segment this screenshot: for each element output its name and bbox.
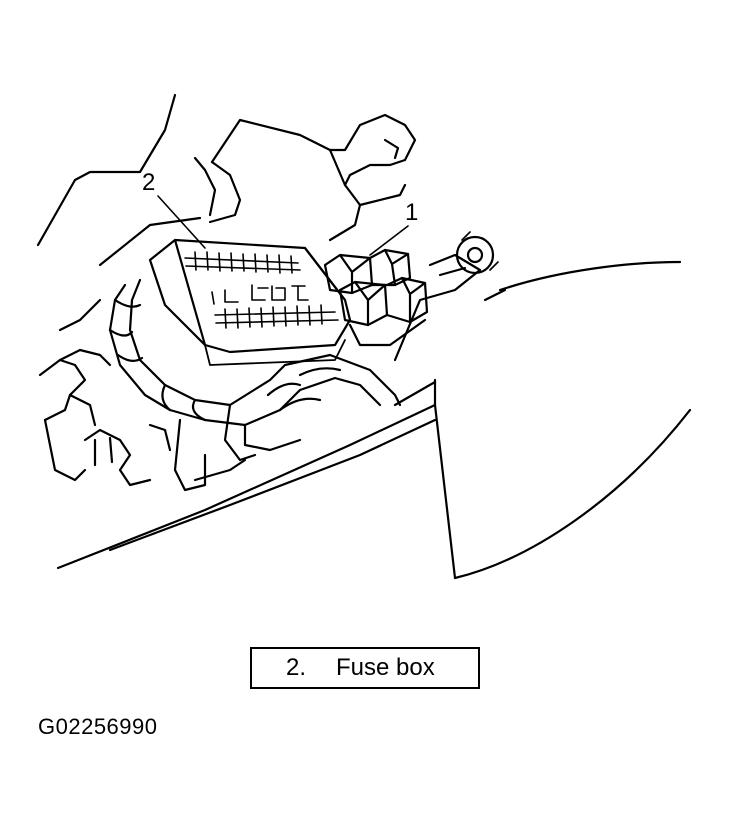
left-lower-panel xyxy=(38,298,172,487)
callout-1: 1 xyxy=(369,199,418,256)
callout-number-1: 1 xyxy=(405,199,418,226)
callout-number-2: 2 xyxy=(142,169,155,196)
fuse-box xyxy=(148,238,352,366)
ground-bolt xyxy=(393,231,499,362)
fuse-symbols xyxy=(211,284,309,305)
legend-label: Fuse box xyxy=(336,654,435,681)
relay-block xyxy=(323,248,429,347)
fuse-row-bottom xyxy=(214,304,339,329)
legend-number: 2. xyxy=(286,654,307,681)
figure-code: G02256990 xyxy=(38,714,158,739)
dash-panel-outline xyxy=(36,93,417,267)
legend-box: 2. Fuse box xyxy=(250,647,480,689)
right-trim xyxy=(453,260,692,580)
center-console xyxy=(56,378,457,580)
wiring-harness xyxy=(108,278,402,492)
fuse-row-top xyxy=(184,251,301,274)
fuse-box-location-illustration: 2 1 xyxy=(36,93,692,580)
callout-2: 2 xyxy=(142,169,206,249)
